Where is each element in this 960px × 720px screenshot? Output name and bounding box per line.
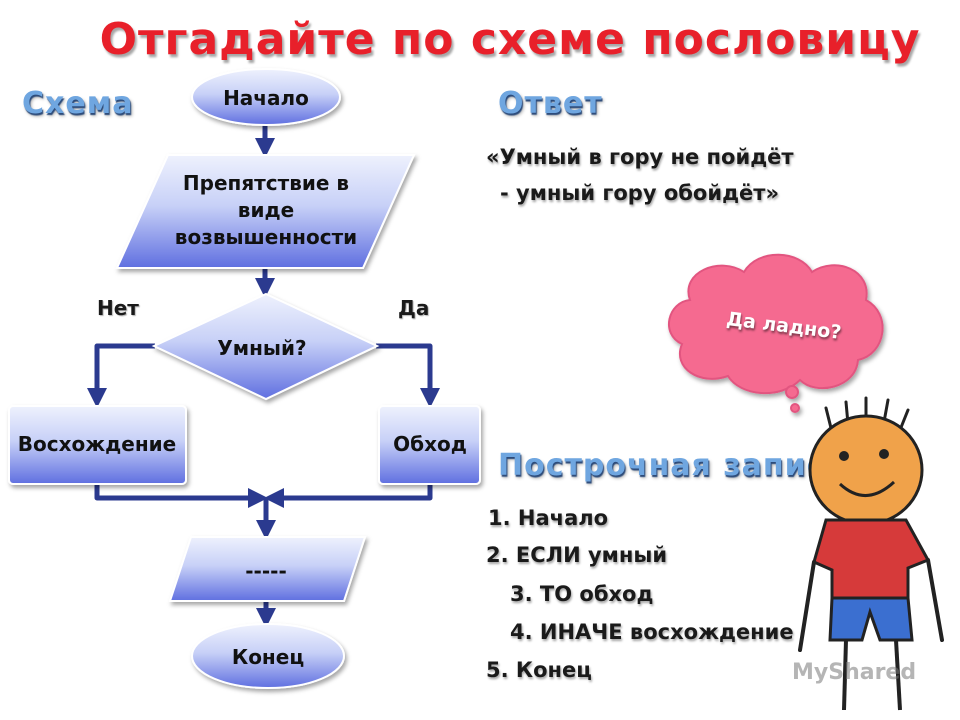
arrow-decision-yes bbox=[376, 343, 440, 408]
end-node bbox=[191, 623, 345, 689]
step-2: 2. ЕСЛИ умный bbox=[486, 543, 668, 567]
start-node bbox=[191, 68, 341, 126]
step-1: 1. Начало bbox=[488, 506, 609, 530]
cloud-bubble bbox=[668, 253, 884, 413]
start-node-label: Начало bbox=[223, 86, 309, 110]
input-node-line-1: Препятствие в bbox=[183, 171, 349, 195]
decision-node bbox=[151, 292, 380, 401]
yes-branch-label: Да bbox=[398, 296, 430, 320]
right-action-node bbox=[378, 405, 481, 485]
input-node-line-2: виде bbox=[238, 198, 294, 222]
line-by-line-heading: Построчная запись bbox=[498, 448, 846, 483]
output-node bbox=[168, 536, 367, 602]
watermark: MyShared bbox=[792, 660, 917, 685]
answer-line-1: «Умный в гору не пойдёт bbox=[486, 145, 794, 169]
answer-line-2: - умный гору обойдёт» bbox=[500, 181, 780, 205]
scheme-heading: Схема bbox=[22, 86, 134, 121]
arrow-right-to-merge bbox=[264, 485, 433, 508]
step-4: 4. ИНАЧЕ восхождение bbox=[510, 620, 794, 644]
left-action-node bbox=[8, 405, 187, 485]
connectors bbox=[87, 125, 440, 628]
decision-node-label: Умный? bbox=[217, 336, 306, 360]
arrow-left-to-merge bbox=[94, 485, 268, 508]
arrow-decision-no bbox=[87, 343, 155, 408]
input-node bbox=[115, 154, 416, 269]
boy-illustration bbox=[798, 396, 944, 711]
right-action-label: Обход bbox=[393, 432, 467, 456]
output-node-label: ----- bbox=[245, 559, 287, 583]
no-branch-label: Нет bbox=[97, 296, 139, 320]
left-action-label: Восхождение bbox=[18, 432, 177, 456]
end-node-label: Конец bbox=[232, 645, 304, 669]
step-3: 3. ТО обход bbox=[510, 582, 654, 606]
step-5: 5. Конец bbox=[486, 658, 592, 682]
page-title: Отгадайте по схеме пословицу bbox=[99, 14, 921, 65]
answer-heading: Ответ bbox=[498, 86, 603, 121]
input-node-line-3: возвышенности bbox=[175, 225, 357, 249]
